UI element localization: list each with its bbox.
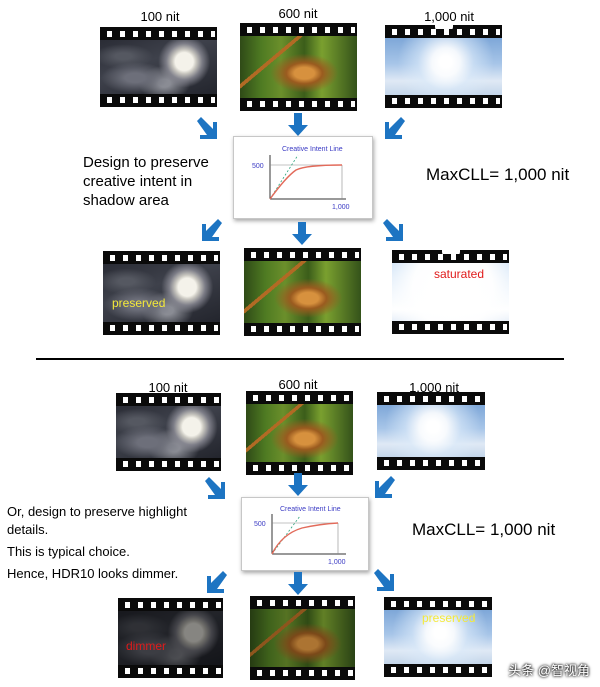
bottom-maxcll-label: MaxCLL= 1,000 nit bbox=[412, 520, 556, 539]
arrow-down-right-icon bbox=[372, 569, 396, 593]
curve-tonemap-line bbox=[269, 164, 343, 200]
film-perforation bbox=[242, 27, 355, 33]
top-label-1000nit: 1,000 nit bbox=[424, 9, 474, 24]
curve-y-tick: 500 bbox=[254, 521, 266, 528]
bottom-result-tag-preserved: preserved bbox=[422, 611, 476, 625]
bottom-label-100nit: 100 nit bbox=[148, 380, 188, 395]
film-perforation bbox=[120, 602, 221, 608]
bottom-result-tag-dimmer: dimmer bbox=[126, 639, 167, 653]
section-divider bbox=[36, 358, 564, 360]
film-notch bbox=[434, 25, 453, 31]
top-source-sky-frame bbox=[385, 25, 502, 108]
top-note: Design to preserve creative intent in sh… bbox=[83, 153, 209, 210]
film-perforation bbox=[252, 670, 353, 676]
top-result-tag-preserved: preserved bbox=[112, 296, 166, 310]
forest-cabin-image bbox=[240, 36, 357, 98]
top-result-sky-frame: saturated bbox=[392, 250, 509, 334]
watermark: 头条 @智视角 bbox=[508, 663, 590, 678]
top-creative-intent-chart: Creative Intent Line 500 1,000 bbox=[233, 136, 373, 219]
sun-sky-image bbox=[384, 610, 492, 664]
arrow-down-left-icon bbox=[200, 219, 224, 243]
film-perforation bbox=[387, 29, 500, 35]
bottom-result-moon-frame: dimmer bbox=[118, 598, 223, 678]
arrow-down-left-icon bbox=[205, 571, 229, 595]
bottom-source-forest-frame bbox=[246, 391, 353, 475]
curve-x-tick: 1,000 bbox=[332, 204, 350, 211]
film-perforation bbox=[379, 460, 483, 466]
top-result-forest-frame bbox=[244, 248, 361, 336]
top-label-100nit: 100 nit bbox=[140, 9, 180, 24]
arrow-down-right-icon bbox=[195, 117, 219, 141]
film-perforation bbox=[102, 97, 215, 103]
top-note-line: creative intent in bbox=[83, 173, 193, 190]
film-perforation bbox=[387, 98, 500, 104]
arrow-down-icon bbox=[286, 113, 310, 137]
sun-sky-image bbox=[377, 405, 485, 457]
curve-linear-line bbox=[271, 515, 301, 555]
film-perforation bbox=[105, 255, 218, 261]
film-notch bbox=[441, 250, 460, 256]
bottom-label-1000nit: 1,000 nit bbox=[409, 380, 459, 395]
bottom-note-line: Or, design to preserve highlight bbox=[7, 504, 187, 519]
film-perforation bbox=[394, 254, 507, 260]
top-source-moon-frame bbox=[100, 27, 217, 107]
film-perforation bbox=[105, 325, 218, 331]
moon-cloud-image bbox=[116, 406, 221, 458]
sun-sky-image bbox=[385, 38, 502, 95]
top-result-tag-saturated: saturated bbox=[434, 267, 485, 281]
bottom-creative-intent-chart: Creative Intent Line 500 1,000 bbox=[241, 497, 369, 571]
arrow-down-right-icon bbox=[203, 477, 227, 501]
forest-cabin-image bbox=[246, 404, 353, 462]
arrow-down-icon bbox=[286, 473, 310, 497]
curve-y-tick: 500 bbox=[252, 163, 264, 170]
arrow-down-left-icon bbox=[373, 476, 397, 500]
bottom-result-forest-frame bbox=[250, 596, 355, 680]
top-note-line: shadow area bbox=[83, 192, 169, 209]
film-perforation bbox=[248, 465, 351, 471]
forest-cabin-image bbox=[244, 261, 361, 323]
arrow-down-icon bbox=[290, 222, 314, 246]
film-perforation bbox=[252, 600, 353, 606]
moon-cloud-image bbox=[103, 264, 220, 322]
arrow-down-icon bbox=[286, 572, 310, 596]
film-perforation bbox=[379, 396, 483, 402]
film-perforation bbox=[386, 667, 490, 673]
sun-sky-saturated-image bbox=[392, 263, 509, 321]
forest-cabin-image bbox=[250, 609, 355, 667]
bottom-source-moon-frame bbox=[116, 393, 221, 471]
film-perforation bbox=[242, 101, 355, 107]
film-perforation bbox=[120, 668, 221, 674]
top-note-line: Design to preserve bbox=[83, 154, 209, 171]
top-result-moon-frame: preserved bbox=[103, 251, 220, 335]
curve-x-tick: 1,000 bbox=[328, 559, 346, 566]
curve-title: Creative Intent Line bbox=[282, 146, 343, 153]
moon-cloud-dim-image bbox=[118, 611, 223, 665]
bottom-note-line: details. bbox=[7, 522, 49, 537]
top-source-forest-frame bbox=[240, 23, 357, 111]
film-perforation bbox=[102, 31, 215, 37]
bottom-label-600nit: 600 nit bbox=[278, 377, 318, 392]
bottom-note-line: This is typical choice. bbox=[7, 544, 130, 559]
top-maxcll-label: MaxCLL= 1,000 nit bbox=[426, 165, 570, 184]
film-perforation bbox=[386, 601, 490, 607]
arrow-down-left-icon bbox=[383, 117, 407, 141]
film-perforation bbox=[246, 326, 359, 332]
film-perforation bbox=[248, 395, 351, 401]
curve-title: Creative Intent Line bbox=[280, 506, 341, 513]
bottom-note: Or, design to preserve highlight details… bbox=[7, 503, 187, 583]
bottom-result-sky-frame: preserved bbox=[384, 597, 492, 677]
curve-tonemap-line bbox=[271, 522, 339, 555]
moon-cloud-image bbox=[100, 40, 217, 94]
film-perforation bbox=[394, 324, 507, 330]
film-perforation bbox=[246, 252, 359, 258]
film-perforation bbox=[118, 461, 219, 467]
bottom-source-sky-frame bbox=[377, 392, 485, 470]
bottom-note-line: Hence, HDR10 looks dimmer. bbox=[7, 566, 179, 581]
top-label-600nit: 600 nit bbox=[278, 6, 318, 21]
film-perforation bbox=[118, 397, 219, 403]
arrow-down-right-icon bbox=[381, 219, 405, 243]
